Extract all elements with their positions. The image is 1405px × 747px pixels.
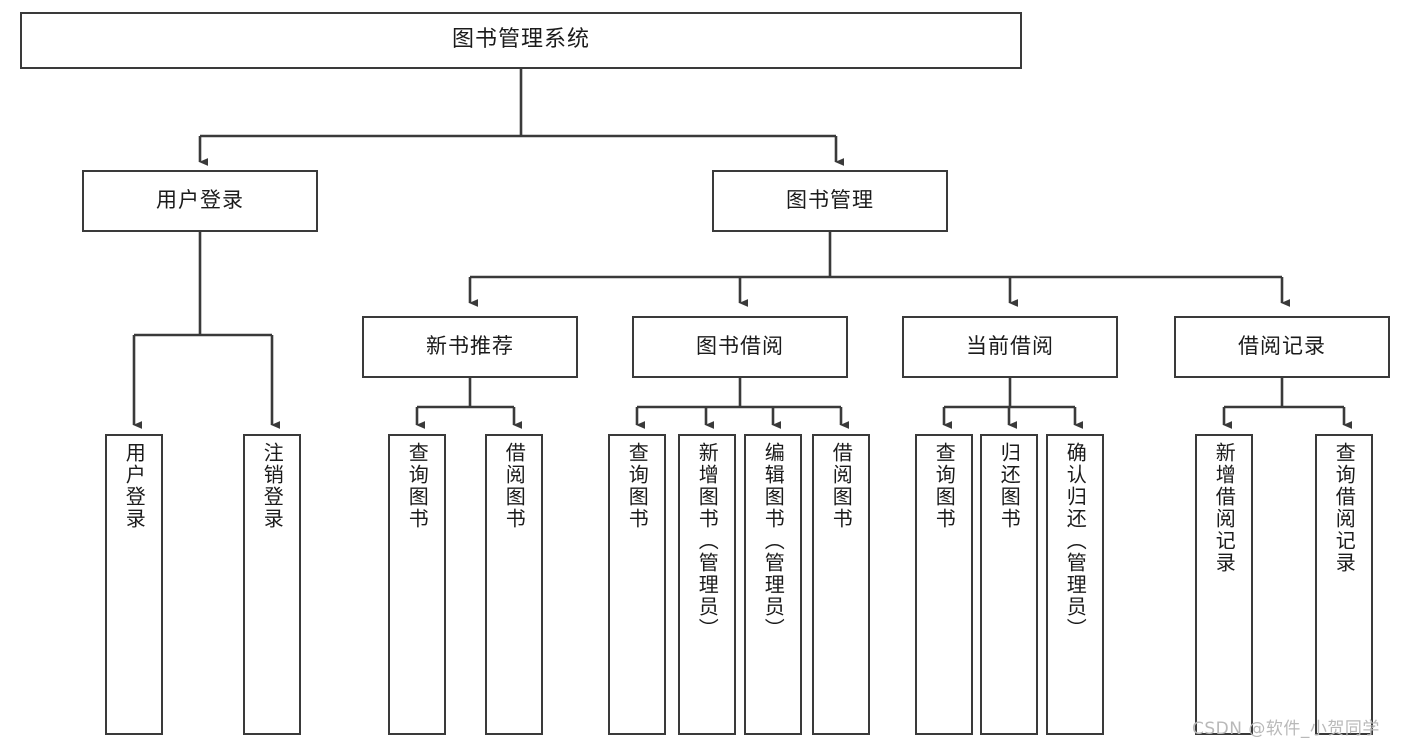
node-leaf-user-logout-label: 注销登录 [260,442,285,530]
node-leaf-borrow-book-1[interactable]: 借阅图书 [485,434,543,735]
node-leaf-user-login[interactable]: 用户登录 [105,434,163,735]
node-leaf-query-book-1[interactable]: 查询图书 [388,434,446,735]
node-leaf-edit-book-label: 编辑图书（管理员） [761,442,786,640]
node-borrow-record-label: 借阅记录 [1238,334,1326,359]
node-leaf-add-record-label: 新增借阅记录 [1212,442,1237,574]
node-borrow-record[interactable]: 借阅记录 [1174,316,1390,378]
node-leaf-confirm-return[interactable]: 确认归还（管理员） [1046,434,1104,735]
node-leaf-add-record[interactable]: 新增借阅记录 [1195,434,1253,735]
node-leaf-query-book-3-label: 查询图书 [932,442,957,530]
node-leaf-return-book[interactable]: 归还图书 [980,434,1038,735]
node-book-borrow[interactable]: 图书借阅 [632,316,848,378]
node-book-borrow-label: 图书借阅 [696,334,784,359]
node-book-management-label: 图书管理 [786,188,874,213]
node-leaf-borrow-book-2[interactable]: 借阅图书 [812,434,870,735]
node-root[interactable]: 图书管理系统 [20,12,1022,69]
node-leaf-query-book-2-label: 查询图书 [625,442,650,530]
node-user-login-label: 用户登录 [156,188,244,213]
node-leaf-query-book-3[interactable]: 查询图书 [915,434,973,735]
node-current-borrow[interactable]: 当前借阅 [902,316,1118,378]
node-new-book-recommend-label: 新书推荐 [426,334,514,359]
node-leaf-query-record-label: 查询借阅记录 [1332,442,1357,574]
node-leaf-user-login-label: 用户登录 [122,442,147,530]
node-leaf-user-logout[interactable]: 注销登录 [243,434,301,735]
watermark-text: CSDN @软件_小贺同学 [1192,719,1380,739]
node-root-label: 图书管理系统 [451,27,590,53]
node-leaf-query-book-2[interactable]: 查询图书 [608,434,666,735]
node-current-borrow-label: 当前借阅 [966,334,1054,359]
node-leaf-edit-book[interactable]: 编辑图书（管理员） [744,434,802,735]
node-leaf-add-book-label: 新增图书（管理员） [695,442,720,640]
node-user-login[interactable]: 用户登录 [82,170,318,232]
node-new-book-recommend[interactable]: 新书推荐 [362,316,578,378]
node-leaf-query-book-1-label: 查询图书 [405,442,430,530]
node-book-management[interactable]: 图书管理 [712,170,948,232]
node-leaf-add-book[interactable]: 新增图书（管理员） [678,434,736,735]
node-leaf-confirm-return-label: 确认归还（管理员） [1063,442,1088,640]
node-leaf-borrow-book-2-label: 借阅图书 [829,442,854,530]
node-leaf-return-book-label: 归还图书 [997,442,1022,530]
node-leaf-borrow-book-1-label: 借阅图书 [502,442,527,530]
node-leaf-query-record[interactable]: 查询借阅记录 [1315,434,1373,735]
